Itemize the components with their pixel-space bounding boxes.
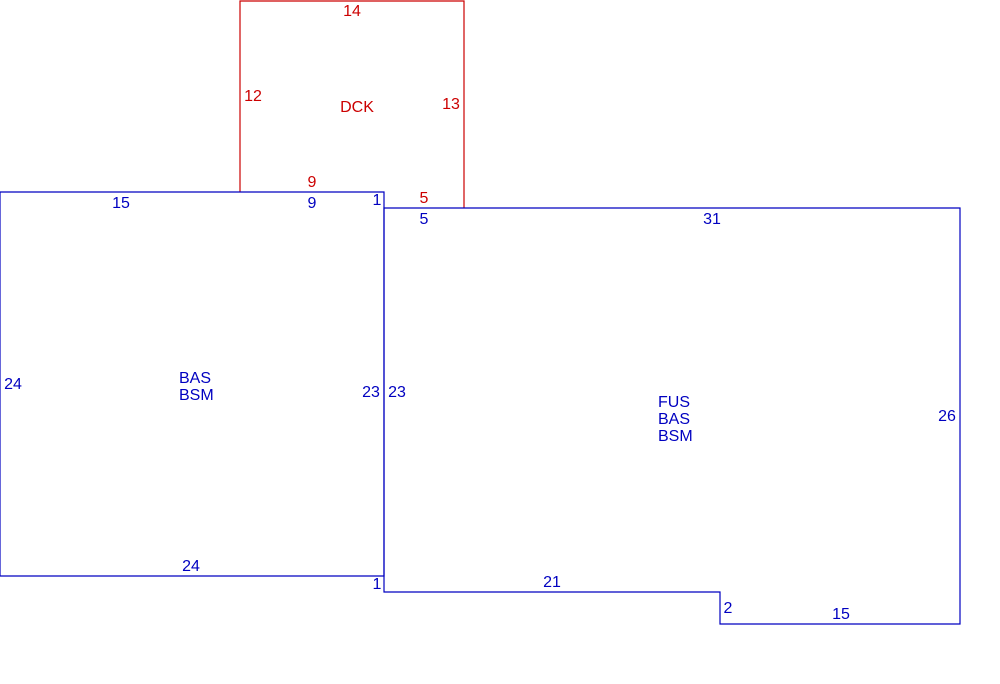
right-section-area: FUS BAS BSM 5 31 23 26 21 2 15 [383, 207, 961, 625]
right-left-side-dimension: 23 [388, 384, 406, 401]
right-bottom-right-dimension: 15 [832, 606, 850, 623]
deck-bottom-right-dimension: 5 [420, 190, 429, 207]
right-right-side-dimension: 26 [938, 408, 956, 425]
right-step-dimension: 2 [724, 600, 733, 617]
left-bottom-jog-dimension: 1 [373, 576, 382, 593]
left-right-side-dimension: 23 [362, 384, 380, 401]
left-top-left-dimension: 15 [112, 195, 130, 212]
left-bottom-dimension: 24 [182, 558, 200, 575]
left-section-area: BAS BSM 15 9 1 24 23 24 1 [0, 191, 385, 593]
deck-bottom-left-dimension: 9 [308, 174, 317, 191]
deck-outline [239, 0, 465, 208]
right-top-dimension: 31 [703, 211, 721, 228]
right-bottom-left-dimension: 21 [543, 574, 561, 591]
deck-label: DCK [340, 99, 374, 116]
left-side-dimension: 24 [4, 376, 22, 393]
deck-top-dimension: 14 [343, 3, 361, 20]
deck-left-dimension: 12 [244, 88, 262, 105]
left-section-label-1: BAS [179, 370, 211, 387]
deck-right-dimension: 13 [442, 96, 460, 113]
right-section-outline [383, 207, 961, 625]
left-section-label-2: BSM [179, 387, 214, 404]
right-top-left-dimension: 5 [420, 211, 429, 228]
right-section-label-2: BAS [658, 411, 690, 428]
right-section-label-3: BSM [658, 428, 693, 445]
left-top-jog-dimension: 1 [373, 192, 382, 209]
left-top-right-dimension: 9 [308, 195, 317, 212]
right-section-label-1: FUS [658, 394, 690, 411]
deck-area: DCK 14 12 13 9 5 [239, 0, 465, 208]
